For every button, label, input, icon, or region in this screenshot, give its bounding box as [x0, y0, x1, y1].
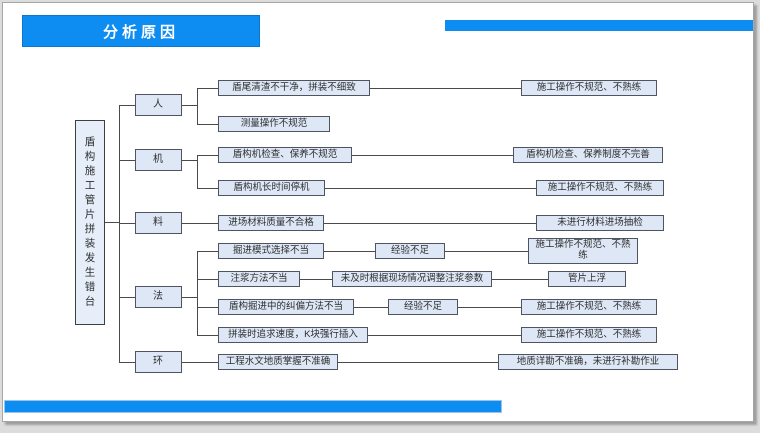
- connector-line: [182, 362, 218, 363]
- connector-line: [197, 88, 198, 125]
- result-box: 施工操作不规范、不熟练: [528, 238, 638, 264]
- connector-line: [197, 188, 218, 189]
- cause-box: 盾构机检查、保养不规范: [218, 147, 352, 163]
- connector-line: [119, 223, 135, 224]
- root-problem-box: 盾构施工管片拼装发生错台: [75, 120, 105, 325]
- result-box: 施工操作不规范、不熟练: [521, 327, 657, 343]
- connector-line: [352, 155, 513, 156]
- connector-line: [197, 251, 218, 252]
- result-box: 地质详勘不准确，未进行补勘作业: [498, 354, 678, 370]
- connector-line: [105, 222, 119, 223]
- connector-line: [119, 105, 120, 363]
- connector-line: [354, 307, 388, 308]
- connector-line: [458, 307, 521, 308]
- connector-line: [182, 105, 197, 106]
- cause-box: 盾构掘进中的纠偏方法不当: [218, 299, 354, 315]
- cause-box: 拼装时追求速度，K块强行插入: [218, 327, 368, 343]
- connector-line: [197, 155, 198, 189]
- cause-box: 测量操作不规范: [218, 116, 330, 132]
- slide-title: 分析原因: [102, 23, 179, 41]
- connector-line: [197, 88, 218, 89]
- connector-line: [324, 251, 375, 252]
- connector-line: [119, 160, 135, 161]
- cause-box: 工程水文地质掌握不准确: [218, 354, 338, 370]
- connector-line: [325, 188, 536, 189]
- connector-line: [445, 251, 528, 252]
- result-box: 施工操作不规范、不熟练: [521, 80, 657, 96]
- connector-line: [368, 335, 521, 336]
- mid-cause-box: 经验不足: [388, 299, 458, 315]
- cause-box: 进场材料质量不合格: [218, 215, 324, 231]
- connector-line: [197, 124, 218, 125]
- cause-box: 掘进模式选择不当: [218, 243, 324, 259]
- connector-line: [182, 160, 197, 161]
- cause-box: 盾构机长时间停机: [218, 180, 325, 196]
- connector-line: [370, 88, 521, 89]
- connector-line: [492, 279, 548, 280]
- cause-box: 注浆方法不当: [218, 271, 300, 287]
- category-box-machine: 机: [135, 149, 182, 171]
- connector-line: [338, 362, 498, 363]
- connector-line: [182, 297, 197, 298]
- connector-line: [197, 279, 218, 280]
- connector-line: [197, 155, 218, 156]
- result-box: 施工操作不规范、不熟练: [536, 180, 664, 196]
- category-box-man: 人: [135, 94, 182, 116]
- connector-line: [119, 362, 135, 363]
- connector-line: [300, 279, 332, 280]
- connector-line: [324, 223, 536, 224]
- result-box: 未进行材料进场抽检: [536, 215, 664, 231]
- slide-title-banner: 分析原因: [22, 15, 260, 47]
- result-box: 盾构机检查、保养制度不完善: [513, 147, 663, 163]
- result-box: 施工操作不规范、不熟练: [521, 299, 657, 315]
- slide-background: [2, 2, 754, 422]
- connector-line: [197, 251, 198, 336]
- connector-line: [197, 307, 218, 308]
- cause-box: 盾尾清渣不干净，拼装不细致: [218, 80, 370, 96]
- accent-bar-top-right: [445, 20, 753, 31]
- mid-cause-box: 未及时根据现场情况调整注浆参数: [332, 271, 492, 287]
- connector-line: [119, 297, 135, 298]
- category-box-material: 料: [135, 212, 182, 234]
- accent-bar-bottom-left: [4, 400, 502, 413]
- result-box: 管片上浮: [548, 271, 626, 287]
- connector-line: [197, 335, 218, 336]
- category-box-method: 法: [135, 286, 182, 308]
- mid-cause-box: 经验不足: [375, 243, 445, 259]
- connector-line: [182, 223, 218, 224]
- category-box-environment: 环: [135, 351, 182, 373]
- connector-line: [119, 105, 135, 106]
